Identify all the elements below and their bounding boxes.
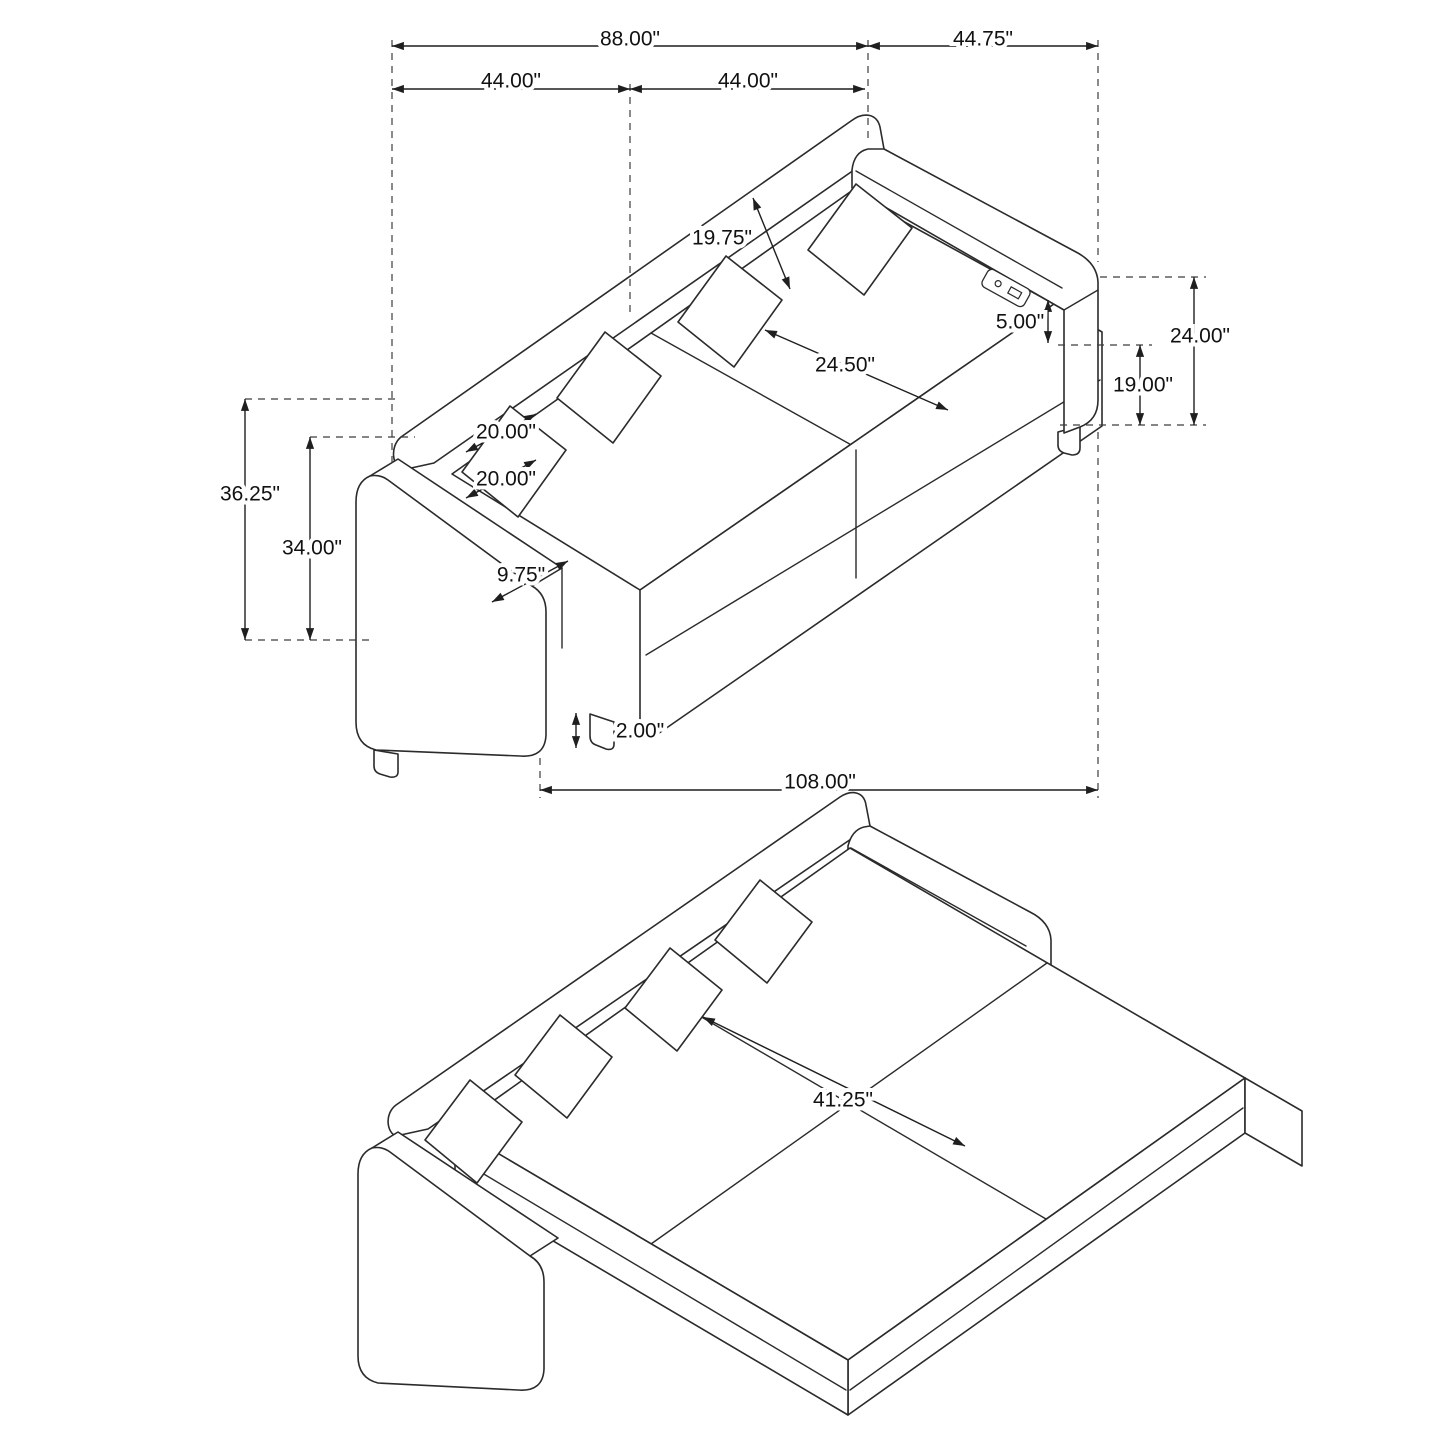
sofa-left-arm [355,474,547,757]
bed-right-arm-inner-edge [850,847,1027,947]
pillow-2 [556,331,662,444]
dim-line-4125 [702,1016,966,1147]
dim-line-1975 [752,197,791,290]
dim-label-seat-height: 19.00" [1113,374,1173,397]
dim-line-2000b [465,459,537,499]
dim-label-arm-width: 9.75" [497,564,545,587]
dim-label-seat-width-left: 44.00" [481,70,541,93]
dim-line-2450 [764,329,949,411]
dim-label-armrest-drop: 5.00" [996,311,1044,334]
dim-label-back-height: 36.25" [220,483,280,506]
dim-line-975 [491,560,569,603]
pillow-3 [624,947,723,1052]
dim-label-overall-back-width: 88.00" [600,28,660,51]
dim-label-pillow-height: 20.00" [476,468,536,491]
usb-port-icon [981,268,1031,308]
dim-label-overall-height: 24.00" [1170,325,1230,348]
dim-label-seat-width-right: 44.00" [718,70,778,93]
dim-label-overall-length: 108.00" [784,771,856,794]
pillow-2 [514,1014,613,1119]
right-arm-top-inner-edge [855,170,1063,289]
sofa-leg-arm [373,749,399,778]
sofa-right-arm [851,148,1099,434]
dim-label-seat-depth: 24.50" [815,354,875,377]
bed-base-corner [1244,1077,1303,1167]
dim-label-back-cushion-depth: 19.75" [692,227,752,250]
front-seam [645,379,1101,656]
dim-label-leg-height: 2.00" [616,720,664,743]
bed-back-panel [387,791,871,1137]
bed-base-seam-left [456,1157,847,1391]
pillow-1 [424,1079,523,1184]
right-arm-end-edge [1063,289,1099,311]
bed-left-arm [357,1146,545,1391]
sofa-leg-front [589,713,615,751]
dim-label-bed-depth: 41.25" [813,1089,873,1112]
seat-split-seam [650,332,856,448]
pillow-4 [714,879,813,984]
bed-base-seam-right [849,1107,1244,1391]
dim-label-pillow-width: 20.00" [476,421,536,444]
pillow-4 [807,183,913,296]
bed-view: 41.25" [357,791,1303,1416]
dim-line-2000a [465,413,537,453]
sofa-view: 88.00" 44.75" 44.00" 44.00" 19.75" 5.00"… [216,24,1234,798]
dim-label-chaise-width: 44.75" [953,28,1013,51]
dim-label-arm-height: 34.00" [282,537,342,560]
